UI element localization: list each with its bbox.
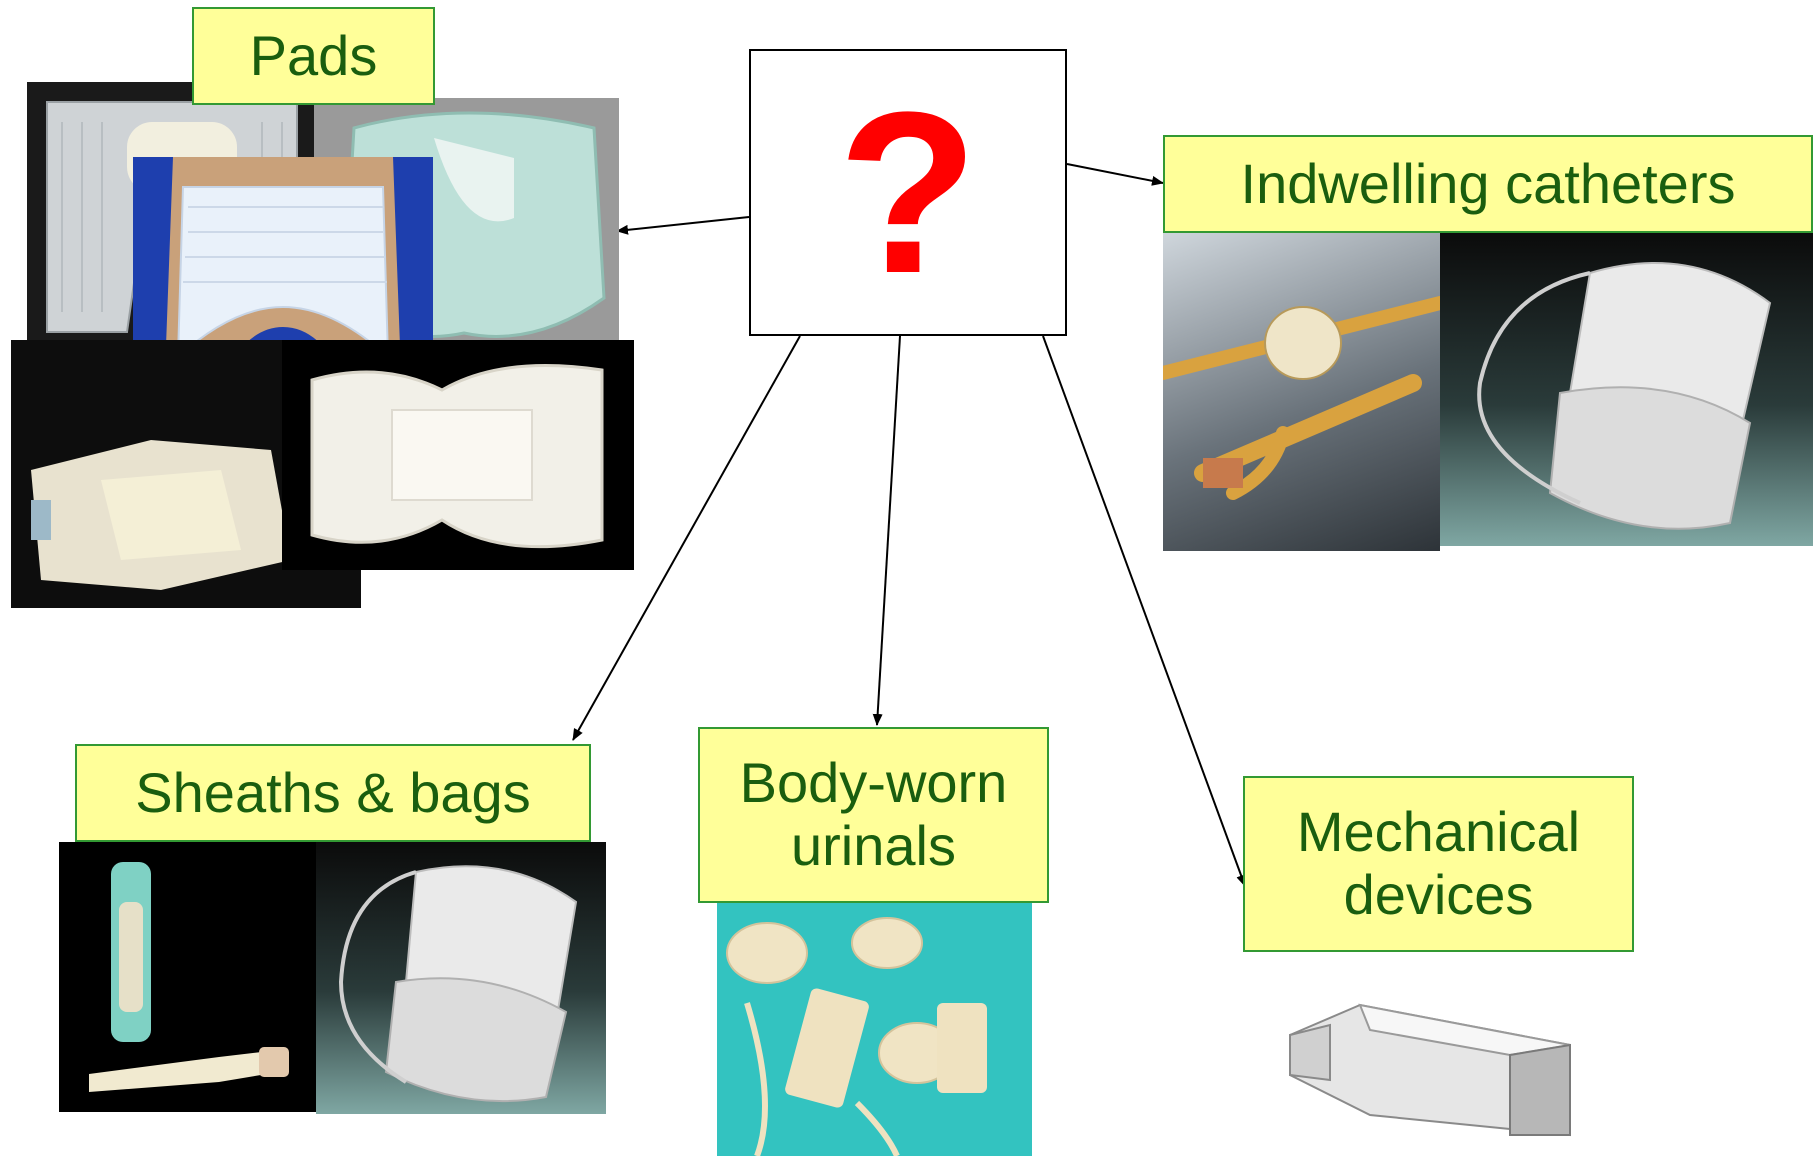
arrow-to-pads	[617, 217, 749, 231]
sheaths-bags-label-text: Sheaths & bags	[135, 762, 530, 825]
body-worn-urinals-label-line2: urinals	[791, 815, 956, 878]
mechanical-devices-label: Mechanical devices	[1243, 776, 1634, 952]
sheaths-bags-label: Sheaths & bags	[75, 744, 591, 842]
arrow-to-catheters	[1067, 164, 1163, 183]
mechanical-devices-label-line1: Mechanical	[1297, 801, 1580, 864]
indwelling-catheters-label: Indwelling catheters	[1163, 135, 1813, 233]
catheter-drainage-bag-photo	[1440, 233, 1813, 546]
arrow-to-urinals	[877, 336, 900, 725]
mechanical-devices-label-line2: devices	[1344, 864, 1534, 927]
mechanical-device-photo	[1270, 985, 1590, 1155]
question-mark-icon: ?	[838, 78, 979, 308]
indwelling-catheters-label-text: Indwelling catheters	[1241, 153, 1736, 216]
urinal-photo	[717, 903, 1032, 1156]
pads-label: Pads	[192, 7, 435, 105]
sheath-photo	[59, 842, 321, 1112]
body-worn-urinals-label: Body-worn urinals	[698, 727, 1049, 903]
unknown-choice-box: ?	[749, 49, 1067, 336]
pads-label-text: Pads	[250, 25, 378, 88]
catheter-photo	[1163, 233, 1440, 551]
body-worn-urinals-label-line1: Body-worn	[740, 752, 1008, 815]
sheath-bag-photo	[316, 842, 606, 1114]
pad-photo-large-pad	[282, 340, 634, 570]
